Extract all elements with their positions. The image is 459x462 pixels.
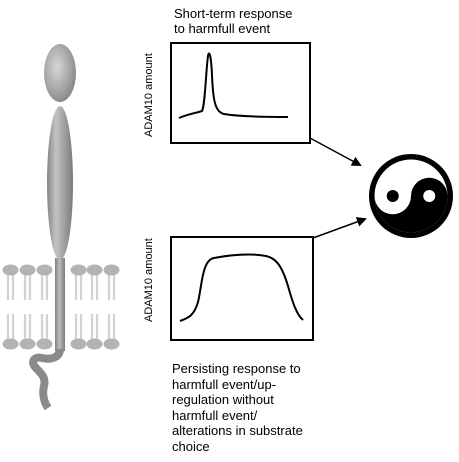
bottom-graph-trace (179, 253, 304, 322)
top-graph-trace (178, 52, 289, 119)
bottom-caption: Persisting response to harmfull event/up… (172, 361, 303, 454)
arrow-bottom-to-symbol (312, 217, 367, 239)
top-caption: Short-term response to harmfull event (174, 6, 293, 36)
bottom-graph-ylabel: ADAM10 amount (143, 238, 155, 322)
lipid-lower-leaflet (2, 314, 120, 350)
protein-illustration (29, 44, 76, 411)
protein-head-domain (44, 44, 76, 102)
yin-yang-icon (369, 154, 453, 238)
arrow-top-to-symbol (309, 137, 362, 166)
top-graph-ylabel: ADAM10 amount (143, 53, 155, 137)
top-graph-frame (170, 42, 311, 144)
bottom-graph-frame (170, 236, 314, 341)
protein-cytoplasmic-tail (29, 348, 64, 411)
bottom-graph-panel (170, 236, 314, 341)
lipid-bilayer (2, 264, 120, 350)
protein-body-domain (47, 106, 73, 260)
protein-transmembrane-stem (55, 258, 65, 351)
lipid-upper-leaflet (2, 264, 120, 300)
top-graph-panel (170, 42, 311, 144)
